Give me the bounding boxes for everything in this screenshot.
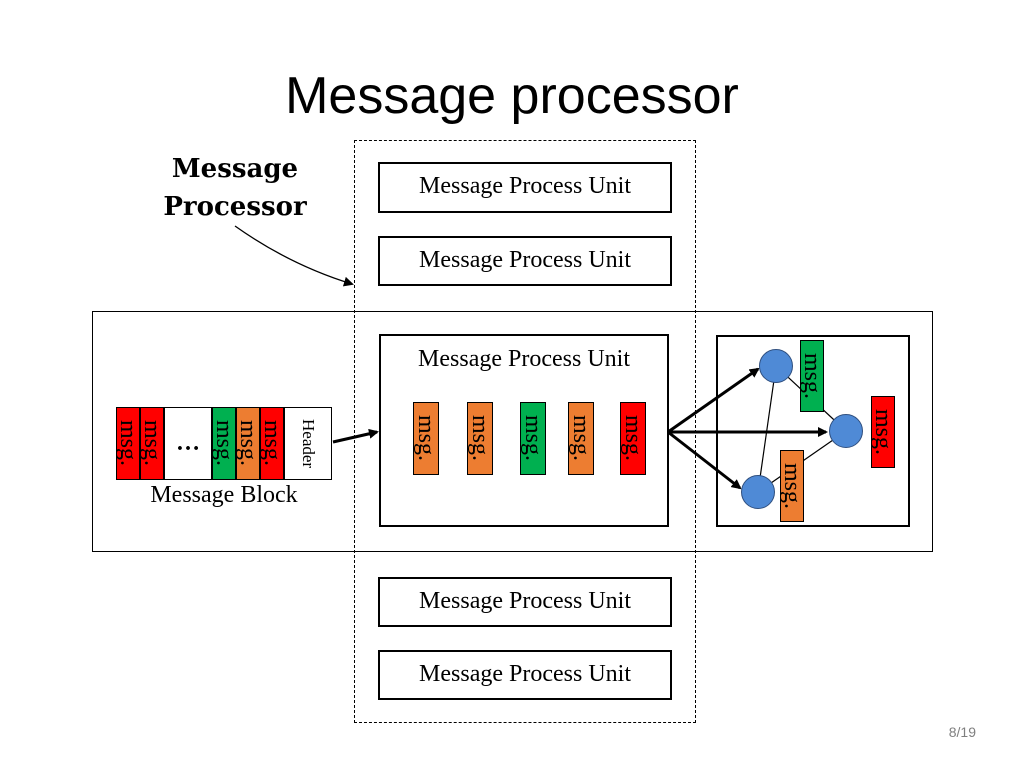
graph-msg-red: msg. [870, 396, 896, 468]
page-number: 8/19 [948, 724, 976, 740]
graph-msg-orange: msg. [779, 450, 805, 522]
message-processor-callout: Message Processor [140, 150, 330, 226]
callout-line-2: Processor [163, 192, 307, 222]
block-msg-2: msg. [139, 407, 165, 480]
unit-msg-5: msg. [620, 402, 646, 475]
block-header: Header [284, 407, 332, 480]
message-block-label: Message Block [150, 482, 298, 508]
unit-msg-4: msg. [568, 402, 594, 475]
message-process-unit-2: Message Process Unit [378, 236, 672, 286]
message-process-unit-3-label: Message Process Unit [418, 346, 630, 372]
message-process-unit-3: Message Process Unit [379, 334, 669, 527]
unit-msg-2: msg. [467, 402, 493, 475]
callout-arrow [234, 225, 354, 287]
graph-edge-top-bottom [757, 365, 777, 493]
slide-title: Message processor [285, 67, 739, 125]
graph-node-right [829, 414, 863, 448]
block-msg-1: msg. [115, 407, 141, 480]
unit-msg-3: msg. [520, 402, 546, 475]
graph-node-bottom [741, 475, 775, 509]
unit-msg-1: msg. [413, 402, 439, 475]
block-to-unit-arrow [332, 428, 379, 444]
fan-arrow-bottom [667, 430, 742, 490]
callout-line-1: Message [171, 154, 299, 184]
processing-pipeline-frame [92, 311, 933, 552]
graph-msg-green: msg. [799, 340, 825, 412]
message-process-unit-1: Message Process Unit [378, 162, 672, 213]
message-process-unit-5: Message Process Unit [378, 650, 672, 700]
block-msg-5: msg. [259, 407, 285, 480]
block-msg-4: msg. [235, 407, 261, 480]
fan-arrow-top [667, 367, 760, 434]
block-msg-3: msg. [211, 407, 237, 480]
graph-node-top [759, 349, 793, 383]
message-process-unit-4: Message Process Unit [378, 577, 672, 627]
block-ellipsis: … [164, 407, 212, 480]
